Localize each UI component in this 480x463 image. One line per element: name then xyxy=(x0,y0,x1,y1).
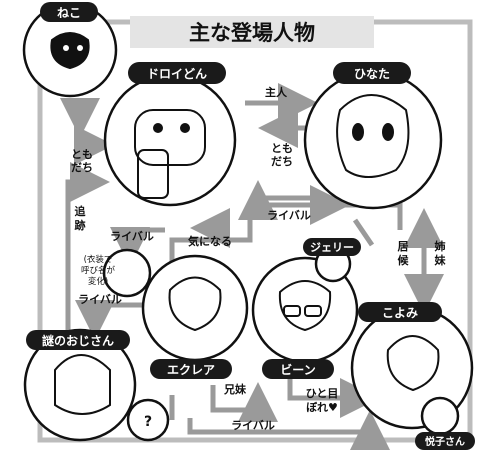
jerry-pill xyxy=(303,238,361,256)
koyomi-name: こよみ xyxy=(382,306,418,320)
neko-pill xyxy=(40,2,98,22)
tomodachi-right-line2: だち xyxy=(271,155,293,168)
droid-portrait xyxy=(103,73,237,207)
costume-note-line1: (衣装で xyxy=(84,254,113,265)
hitomebore-line2: ぼれ♥ xyxy=(306,401,338,414)
droid-head-figure xyxy=(134,109,206,166)
hinata-face-figure xyxy=(336,94,410,178)
question-portrait xyxy=(126,398,170,442)
eclair-pill xyxy=(150,359,232,379)
koyomi-pill xyxy=(358,302,442,322)
bean-name: ビーン xyxy=(280,362,315,377)
shimai-line1: 姉 xyxy=(435,239,446,253)
isourou-line2: 候 xyxy=(398,253,410,267)
hinata-portrait xyxy=(303,70,443,210)
kininaru-label: 気になる xyxy=(188,234,232,248)
costume-note-line3: 変化) xyxy=(88,276,108,287)
tsuiseki-line1: 追 xyxy=(75,204,87,218)
title-banner xyxy=(130,16,374,48)
relation-arrows xyxy=(60,83,444,450)
kyoudai-label: 兄妹 xyxy=(223,382,247,396)
bean-pill xyxy=(262,359,334,379)
question-name: ? xyxy=(144,414,152,430)
etsuko-portrait xyxy=(420,396,460,436)
isourou-line1: 居 xyxy=(398,240,409,253)
eclair-name: エクレア xyxy=(167,363,215,377)
rival-bottom-label: ライバル xyxy=(231,419,275,432)
jerry-name: ジェリー xyxy=(310,241,354,254)
diagram-title: 主な登場人物 xyxy=(189,21,315,45)
tomodachi-left-line1: とも xyxy=(71,148,93,161)
hinata-pill xyxy=(333,62,411,84)
eclair-portrait xyxy=(141,254,249,362)
tomodachi-right-line1: とも xyxy=(271,142,293,155)
droid-body-figure xyxy=(137,149,169,199)
nazo-name: 謎のおじさん xyxy=(42,333,114,348)
koyomi-face-figure xyxy=(386,335,440,392)
tomodachi-left-line2: だち xyxy=(71,161,93,174)
neko-name: ねこ xyxy=(57,6,81,20)
droid-name: ドロイどん xyxy=(147,67,207,81)
rival-left-label: ライバル xyxy=(110,230,154,243)
etsuko-name: 悦子さん xyxy=(425,435,465,448)
rival-top-label: ライバル xyxy=(267,209,311,222)
nazo-figure xyxy=(54,354,111,415)
costume-note-line2: 呼び名が xyxy=(81,265,116,276)
cat-figure xyxy=(50,32,90,70)
hitomebore-line1: ひと目 xyxy=(306,387,339,400)
droid-pill xyxy=(128,62,226,84)
costume-inset-portrait xyxy=(102,248,152,298)
etsuko-pill xyxy=(415,432,475,450)
master-label: 主人 xyxy=(265,85,288,99)
rival-left2-label: ライバル xyxy=(78,293,122,306)
tsuiseki-line2: 跡 xyxy=(75,218,86,232)
eclair-face-figure xyxy=(168,276,222,332)
shimai-line2: 妹 xyxy=(434,253,447,267)
nazo-pill xyxy=(26,330,130,350)
hinata-name: ひなた xyxy=(354,67,390,81)
